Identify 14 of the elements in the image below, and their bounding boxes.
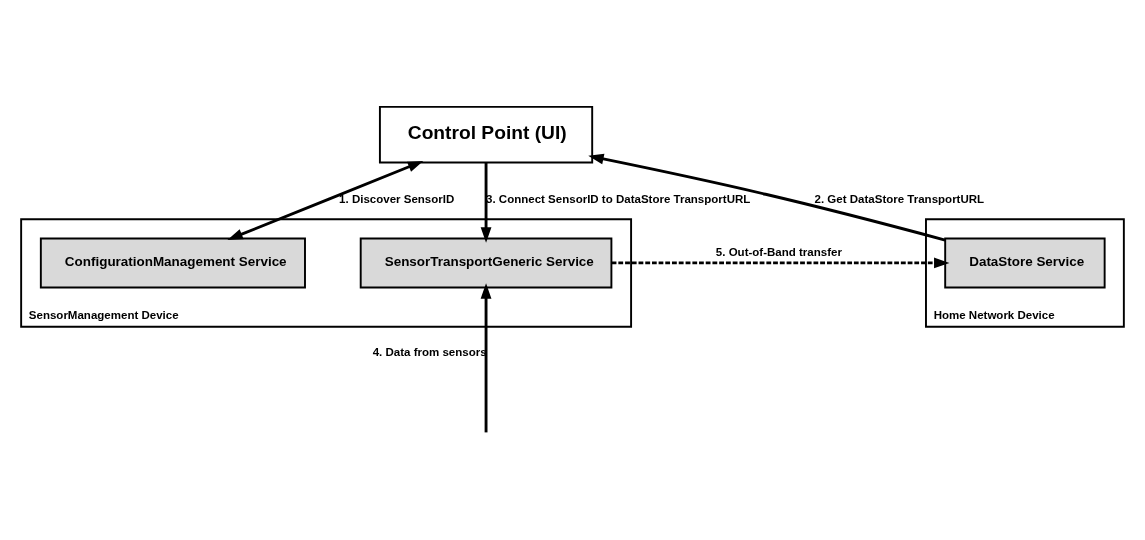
edge-label: 1. Discover SensorID [339, 192, 455, 205]
node-box: ConfigurationManagement Service [39, 237, 306, 289]
arrow [588, 153, 946, 242]
arrow [480, 283, 492, 433]
node-box: Control Point (UI) [378, 105, 594, 164]
arrow [611, 257, 950, 269]
arrow [480, 162, 492, 243]
edge-label: 4. Data from sensors [372, 345, 487, 358]
edge-label: 2. Get DataStore TransportURL [814, 192, 985, 205]
node-box: DataStore Service [944, 237, 1106, 289]
arrow [227, 160, 424, 240]
edge-label: 5. Out-of-Band transfer [715, 245, 842, 258]
edge-label: 3. Connect SensorID to DataStore TransportURL [486, 192, 751, 205]
node-box: SensorTransportGeneric Service [359, 237, 613, 289]
